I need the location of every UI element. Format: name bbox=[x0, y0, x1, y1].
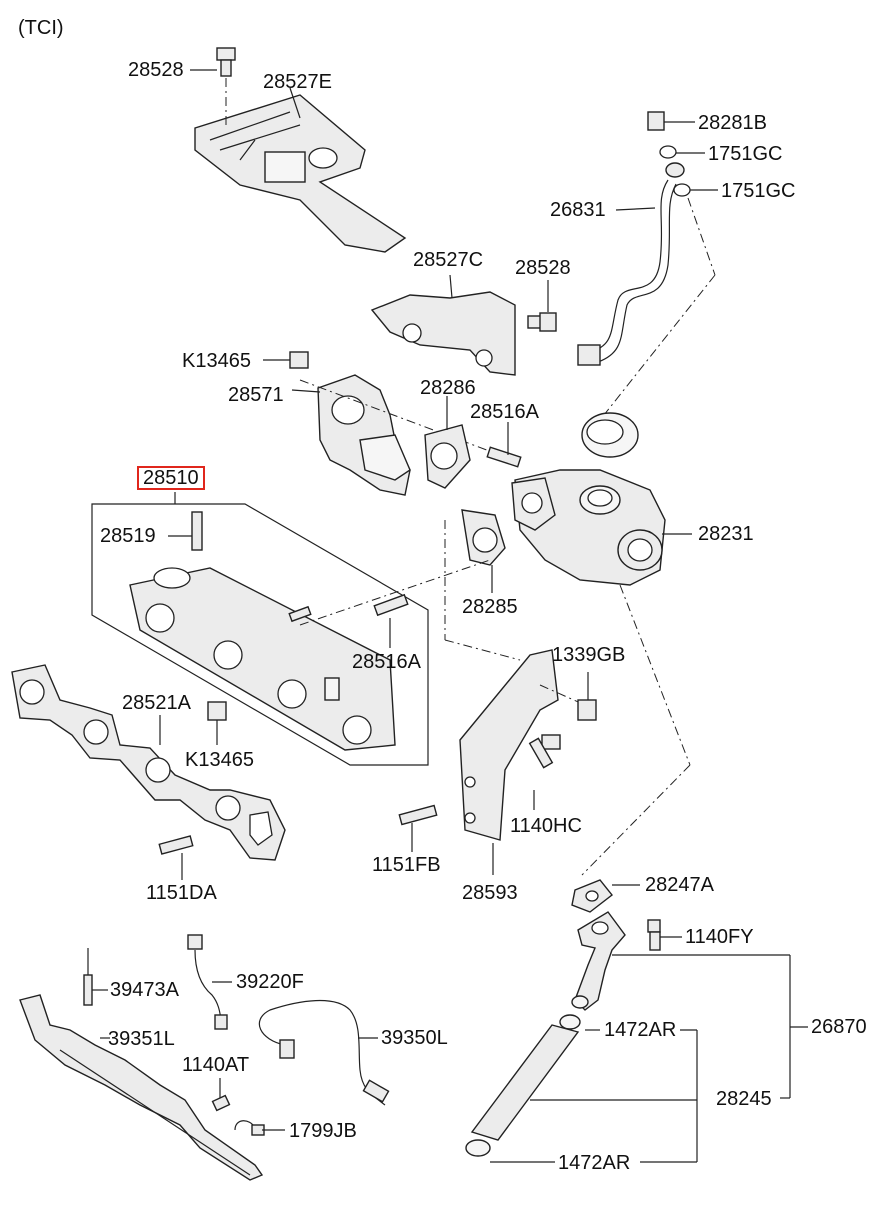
manifold-gasket bbox=[11, 664, 286, 861]
label-39350L: 39350L bbox=[381, 1027, 448, 1049]
gasket-28286 bbox=[424, 424, 471, 489]
label-39473A: 39473A bbox=[110, 979, 179, 1001]
bolt-1140FY bbox=[647, 919, 682, 951]
label-1339GB: 1339GB bbox=[552, 644, 626, 666]
bolt-28528-mid bbox=[527, 280, 557, 332]
washer-1751GC-a bbox=[659, 145, 705, 159]
bolt-1140AT bbox=[211, 1078, 231, 1112]
label-28516A-top: 28516A bbox=[470, 401, 539, 423]
stud-28519 bbox=[168, 511, 203, 551]
label-K13465-bot: K13465 bbox=[185, 749, 254, 771]
label-28281B: 28281B bbox=[698, 112, 767, 134]
stud-28516A-top bbox=[486, 422, 522, 468]
label-28247A: 28247A bbox=[645, 874, 714, 896]
label-26870: 26870 bbox=[811, 1016, 867, 1038]
label-28519: 28519 bbox=[100, 525, 156, 547]
label-39220F: 39220F bbox=[236, 971, 304, 993]
bolt-1140HC bbox=[528, 734, 561, 810]
o2-sensor-39220F bbox=[187, 934, 232, 1030]
heat-shield-upper bbox=[194, 94, 407, 253]
label-28285: 28285 bbox=[462, 596, 518, 618]
label-1751GC-b: 1751GC bbox=[721, 180, 796, 202]
label-1472AR-a: 1472AR bbox=[604, 1019, 677, 1041]
label-K13465-top: K13465 bbox=[182, 350, 251, 372]
manifold-assembly-outline bbox=[91, 492, 429, 766]
label-1151FB: 1151FB bbox=[372, 854, 441, 876]
turbocharger bbox=[511, 412, 666, 586]
label-26831: 26831 bbox=[550, 199, 606, 221]
nut-K13465-top bbox=[263, 351, 309, 369]
clip-1799JB bbox=[234, 1120, 285, 1136]
label-1472AR-b: 1472AR bbox=[558, 1152, 631, 1174]
label-28245: 28245 bbox=[716, 1088, 772, 1110]
heat-shield-lower bbox=[370, 291, 516, 376]
label-1799JB: 1799JB bbox=[289, 1120, 357, 1142]
label-28528-top: 28528 bbox=[128, 59, 184, 81]
label-1140HC: 1140HC bbox=[510, 815, 582, 837]
turbo-elbow-flange bbox=[317, 374, 411, 496]
stud-28516A-mid bbox=[288, 593, 409, 648]
eye-bolt-28281B bbox=[647, 111, 695, 131]
o2-sensor-39350L bbox=[258, 1000, 390, 1106]
label-28571: 28571 bbox=[228, 384, 284, 406]
oil-feed-pipe bbox=[577, 179, 677, 366]
label-28528-mid: 28528 bbox=[515, 257, 571, 279]
rubber-hose bbox=[465, 1014, 581, 1157]
label-28527C: 28527C bbox=[413, 249, 484, 271]
variant-label: (TCI) bbox=[18, 17, 64, 39]
bolt-28528-top bbox=[190, 47, 236, 128]
turbo-bracket bbox=[459, 649, 559, 841]
gasket-28285 bbox=[461, 509, 506, 566]
washer-1751GC-b bbox=[673, 183, 718, 197]
nut-K13465-bot bbox=[207, 701, 227, 745]
label-28593: 28593 bbox=[462, 882, 518, 904]
stud-1151DA bbox=[158, 835, 194, 880]
bracket-39351L bbox=[19, 994, 264, 1181]
temp-sensor-39473A bbox=[83, 948, 108, 1006]
label-28516A-mid: 28516A bbox=[352, 651, 421, 673]
stud-1151FB bbox=[398, 804, 438, 852]
gasket-28247A bbox=[571, 879, 640, 913]
label-28286: 28286 bbox=[420, 377, 476, 399]
label-39351L: 39351L bbox=[108, 1028, 175, 1050]
label-28510: 28510 bbox=[137, 466, 205, 490]
label-1140FY: 1140FY bbox=[685, 926, 754, 948]
exhaust-manifold bbox=[129, 567, 396, 751]
label-28527E: 28527E bbox=[263, 71, 332, 93]
oil-return-pipe bbox=[571, 911, 626, 1011]
label-28521A: 28521A bbox=[122, 692, 191, 714]
label-1751GC-a: 1751GC bbox=[708, 143, 783, 165]
label-1140AT: 1140AT bbox=[182, 1054, 250, 1076]
nut-1339GB bbox=[577, 672, 597, 721]
label-28231: 28231 bbox=[698, 523, 754, 545]
label-1151DA: 1151DA bbox=[146, 882, 217, 904]
